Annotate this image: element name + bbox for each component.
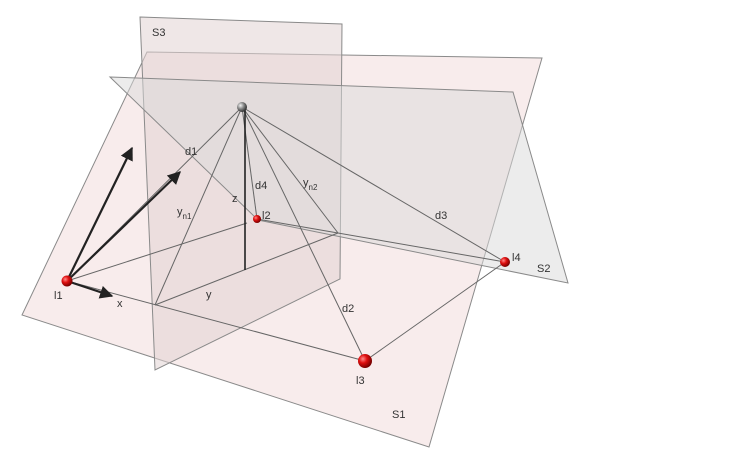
label-l2: l2: [262, 210, 271, 222]
label-d2: d2: [342, 303, 354, 315]
line-l3-l4: [364, 261, 506, 362]
arrow-diagonal: [66, 171, 181, 282]
label-d3: d3: [435, 210, 447, 222]
label-yn2: yn2: [303, 177, 318, 192]
label-yn2-base: y: [303, 177, 309, 189]
marker-apex: [237, 102, 247, 112]
arrow-x: [66, 279, 114, 299]
label-yn2-sub: n2: [309, 183, 318, 192]
label-d4: d4: [255, 180, 267, 192]
construction-lines: [66, 106, 506, 362]
marker-l1: [61, 275, 73, 287]
marker-l3: [358, 354, 372, 368]
marker-l2: [253, 215, 261, 223]
line-apex-l3: [241, 106, 366, 362]
label-s1: S1: [392, 409, 405, 421]
label-l3: l3: [356, 375, 365, 387]
direction-arrows: [66, 146, 181, 299]
line-apex-ybase: [154, 106, 243, 306]
line-l1-l3: [66, 280, 366, 362]
line-l2-l4: [256, 218, 506, 263]
label-x: x: [117, 298, 123, 310]
label-l1: l1: [54, 290, 63, 302]
label-yn1-base: y: [177, 206, 183, 218]
label-yn1-sub: n1: [183, 212, 192, 221]
arrow-up: [66, 146, 133, 282]
label-s2: S2: [537, 263, 550, 275]
line-y-base: [154, 232, 339, 306]
label-y: y: [206, 289, 212, 301]
line-apex-mid: [241, 106, 339, 234]
label-s3: S3: [152, 27, 165, 39]
label-d1: d1: [185, 146, 197, 158]
line-apex-l4: [241, 106, 506, 263]
marker-l4: [500, 257, 510, 267]
label-l4: l4: [512, 252, 521, 264]
line-base-far: [66, 222, 248, 282]
label-yn1: yn1: [177, 206, 192, 221]
label-z: z: [232, 193, 238, 205]
